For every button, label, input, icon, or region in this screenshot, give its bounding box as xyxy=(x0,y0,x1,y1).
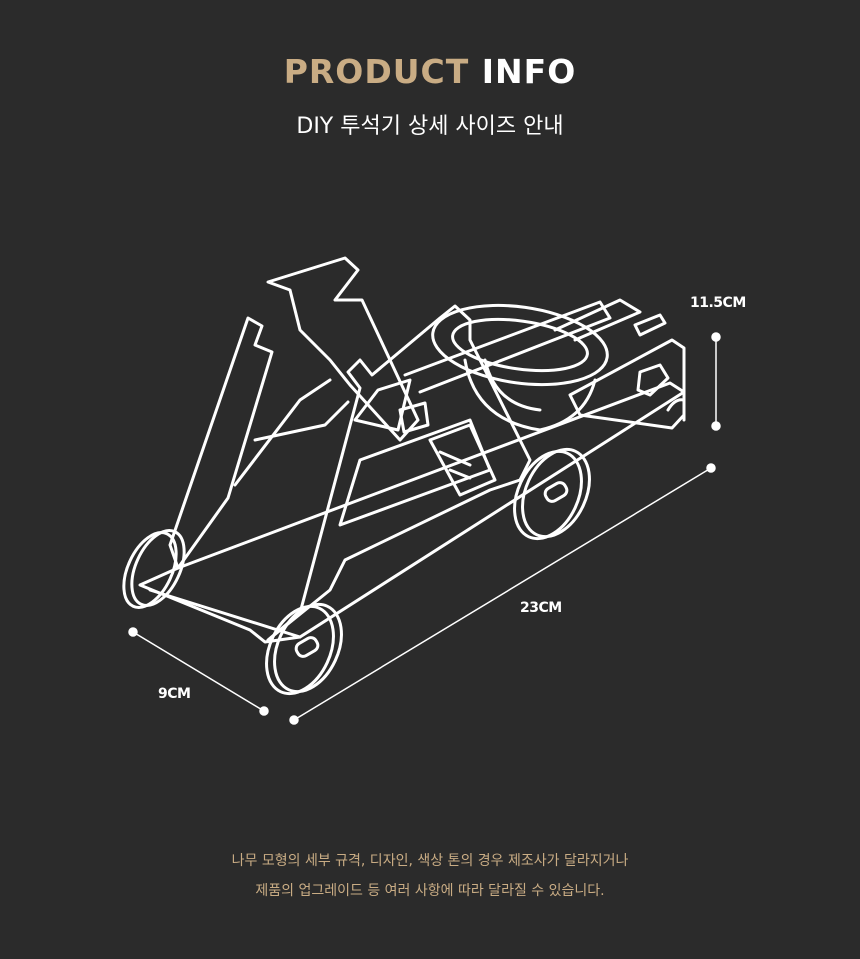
bucket xyxy=(431,303,609,387)
length-dimension-line xyxy=(293,467,712,721)
width-label: 9CM xyxy=(158,686,191,702)
note-line-1: 나무 모형의 세부 규격, 디자인, 색상 톤의 경우 제조사가 달라지거나 xyxy=(231,853,629,869)
note-line-2: 제품의 업그레이드 등 여러 사항에 따라 달라질 수 있습니다. xyxy=(255,883,605,899)
base-board xyxy=(138,381,686,644)
left-frame xyxy=(168,316,274,570)
page-subtitle: DIY 투석기 상세 사이즈 안내 xyxy=(296,114,564,139)
page-title: PRODUCT INFO xyxy=(0,52,860,91)
width-dimension-line xyxy=(132,631,265,712)
front-frame xyxy=(266,304,532,642)
length-label: 23CM xyxy=(520,600,562,616)
title-info: INFO xyxy=(481,52,577,91)
wheel-front-right xyxy=(513,447,591,541)
disclaimer-notes: 나무 모형의 세부 규격, 디자인, 색상 톤의 경우 제조사가 달라지거나 제… xyxy=(0,846,860,906)
title-product: PRODUCT xyxy=(283,52,470,91)
wheel-front-left xyxy=(265,602,343,696)
height-label: 11.5CM xyxy=(690,295,746,311)
wheel-rear-left xyxy=(122,529,186,609)
inner-box xyxy=(428,423,497,497)
